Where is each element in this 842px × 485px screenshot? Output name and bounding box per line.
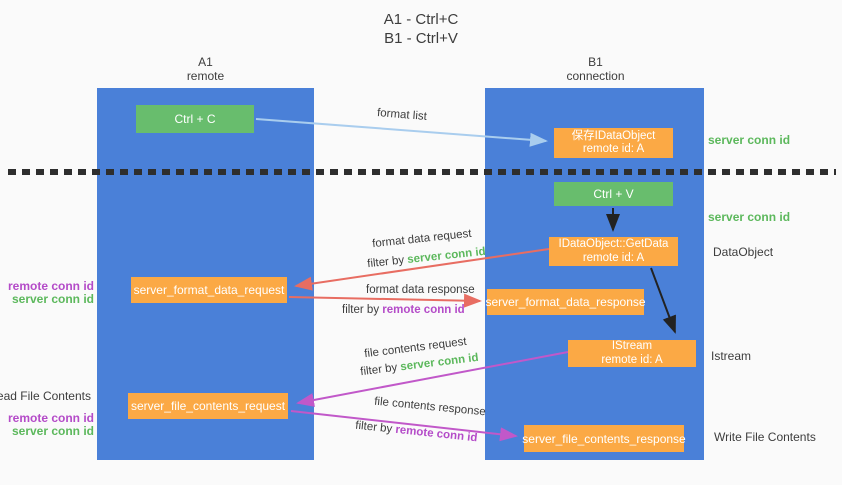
node-getdata-line1: IDataObject::GetData xyxy=(558,238,669,250)
node-server-format-data-response: server_format_data_response xyxy=(485,289,646,315)
node-server-format-data-request-label: server_format_data_request xyxy=(133,283,285,297)
title-line-2: B1 - Ctrl+V xyxy=(384,30,458,47)
remote-conn-id-text: remote conn id xyxy=(382,304,465,316)
node-save-idataobject: 保存IDataObject remote id: A xyxy=(554,128,673,158)
arrow-format-data-response xyxy=(288,293,482,308)
node-istream-line1: IStream xyxy=(611,340,653,352)
lane-b1-name: B1 xyxy=(588,55,603,69)
node-ctrl-c: Ctrl + C xyxy=(136,105,254,133)
annotation-remote-conn-id-top-left: remote conn id xyxy=(7,279,94,293)
edge-label-filter-by-remote-conn-id-1: filter by remote conn id xyxy=(342,304,465,316)
node-getdata-line2: remote id: A xyxy=(582,251,645,264)
edge-label-format-data-request: format data request xyxy=(371,227,473,251)
node-istream: IStream remote id: A xyxy=(568,340,696,367)
lane-a1-name: A1 xyxy=(198,55,213,69)
annotation-server-conn-id-top-left: server conn id xyxy=(11,292,94,306)
title-line-1: A1 - Ctrl+C xyxy=(383,11,459,28)
edge-label-file-contents-response: file contents response xyxy=(373,395,487,419)
node-server-file-contents-response: server_file_contents_response xyxy=(522,425,686,452)
remote-conn-id-text: remote conn id xyxy=(394,423,478,445)
lane-header-b1: B1 connection xyxy=(486,55,705,83)
filter-by-text: filter by xyxy=(359,361,402,379)
annotation-read-file-contents: Read File Contents xyxy=(0,389,91,403)
annotation-server-conn-id-top-right: server conn id xyxy=(708,133,791,147)
node-server-format-data-response-label: server_format_data_response xyxy=(485,295,646,309)
lane-header-a1: A1 remote xyxy=(97,55,314,83)
node-ctrl-v-label: Ctrl + V xyxy=(593,187,634,201)
node-server-file-contents-response-label: server_file_contents_response xyxy=(522,431,686,446)
server-conn-id-text: server conn id xyxy=(399,351,480,374)
edge-label-filter-by-server-conn-id-1: filter by server conn id xyxy=(367,246,486,270)
node-istream-line2: remote id: A xyxy=(601,353,663,366)
node-server-file-contents-request: server_file_contents_request xyxy=(128,393,288,419)
annotation-server-conn-id-mid-right: server conn id xyxy=(708,210,791,224)
node-server-format-data-request: server_format_data_request xyxy=(131,277,287,303)
filter-by-text: filter by xyxy=(366,254,408,271)
filter-by-text: filter by xyxy=(354,419,397,436)
dotted-separator-line xyxy=(8,169,836,175)
node-save-idataobject-line1: 保存IDataObject xyxy=(571,129,656,142)
annotation-remote-conn-id-bottom-left: remote conn id xyxy=(7,411,94,425)
server-conn-id-text: server conn id xyxy=(406,245,487,266)
node-ctrl-c-label: Ctrl + C xyxy=(174,112,216,126)
filter-by-text: filter by xyxy=(342,304,383,316)
node-ctrl-v: Ctrl + V xyxy=(554,182,673,206)
edge-label-format-list: format list xyxy=(376,107,428,123)
lane-b1-subtitle: connection xyxy=(566,69,625,83)
annotation-dataobject: DataObject xyxy=(713,245,774,259)
edge-label-filter-by-remote-conn-id-2: filter by remote conn id xyxy=(355,420,478,445)
node-server-file-contents-request-label: server_file_contents_request xyxy=(130,399,286,413)
node-save-idataobject-line2: remote id: A xyxy=(582,143,645,155)
edge-label-format-data-response: format data response xyxy=(366,284,475,296)
annotation-istream: Istream xyxy=(711,349,752,363)
node-idataobject-getdata: IDataObject::GetData remote id: A xyxy=(549,237,678,266)
lane-a1-subtitle: remote xyxy=(186,69,225,83)
diagram-title: A1 - Ctrl+C B1 - Ctrl+V xyxy=(0,10,842,48)
annotation-server-conn-id-bottom-left: server conn id xyxy=(11,424,94,438)
annotation-write-file-contents: Write File Contents xyxy=(714,430,816,444)
